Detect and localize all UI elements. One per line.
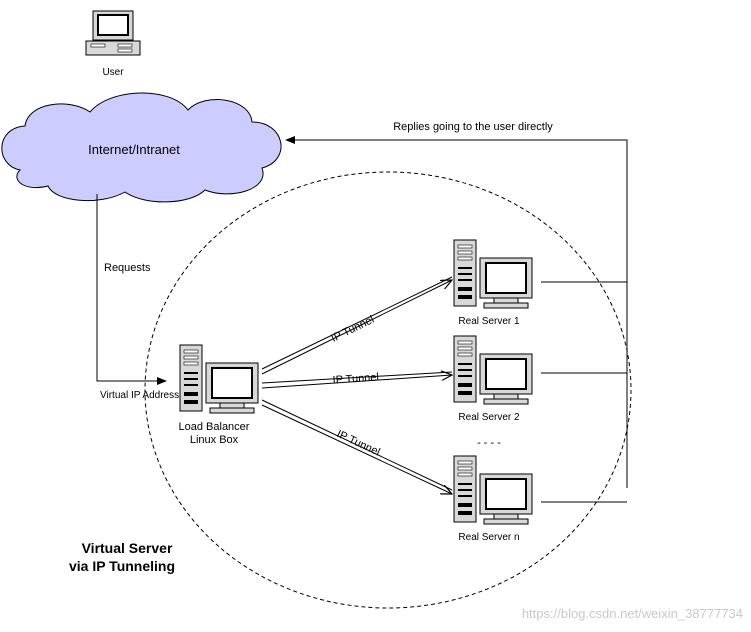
tunnel-line-1 [261,276,452,375]
tunnel-label-3: IP Tunnel [335,428,382,458]
tunnel-line-2 [261,372,452,389]
internet-cloud [1,92,282,203]
real-server-n-label: Real Server n [458,532,519,543]
servers-ellipsis: - - - - [477,437,501,449]
real-server-2-label: Real Server 2 [458,412,520,423]
cloud-label: Internet/Intranet [88,142,180,157]
user-computer-icon [85,10,141,56]
tunnel-label-1: IP Tunnel [329,314,376,345]
tunnel-label-2: IP Tunnel [332,371,379,386]
requests-label: Requests [104,262,151,274]
replies-label: Replies going to the user directly [393,121,553,133]
diagram-title-line1: Virtual Server [82,540,173,556]
tunnel-line-3 [261,399,452,494]
load-balancer-icon [179,344,259,414]
virtual-server-boundary [144,171,632,609]
replies-line [285,136,628,488]
watermark-text: https://blog.csdn.net/weixin_38777734 [522,606,743,621]
real-server-2-icon [453,335,533,405]
load-balancer-label-line2: Linux Box [190,434,239,446]
requests-line [96,194,167,385]
real-server-1-label: Real Server 1 [458,316,520,327]
user-label: User [102,67,124,78]
load-balancer-label-line1: Load Balancer [179,421,250,433]
virtual-ip-label: Virtual IP Address [100,390,179,401]
diagram-title-line2: via IP Tunneling [69,558,175,574]
real-server-n-icon [453,455,533,525]
real-server-1-icon [453,239,533,309]
